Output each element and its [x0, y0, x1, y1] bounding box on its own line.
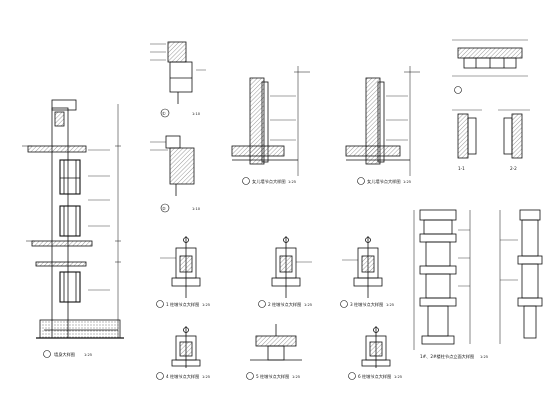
col-detail-6-scale: 1:25 — [394, 375, 402, 379]
col-detail-6-drawing — [361, 326, 391, 368]
main-section-label-circle — [43, 350, 51, 358]
main-wall-section — [22, 99, 124, 339]
detail-1-drawing — [150, 41, 206, 104]
col-detail-6-label-circle — [348, 372, 356, 380]
detail-2-title: ② — [162, 206, 166, 211]
col-detail-2-scale: 1:25 — [304, 303, 312, 307]
col-detail-2-title: 2 柱墩节点大样图 — [268, 301, 301, 308]
col-detail-2-drawing — [271, 236, 312, 298]
col-detail-4-scale: 1:25 — [202, 375, 210, 379]
col-detail-3-title: 3 柱墩节点大样图 — [350, 301, 383, 308]
detail-1-title: ① — [162, 111, 166, 116]
col-detail-5-drawing — [250, 324, 302, 361]
col-detail-4-label-circle — [156, 372, 164, 380]
col-detail-1-drawing — [160, 236, 201, 298]
parapet-a-title: 女儿墙节点大样图 — [252, 178, 286, 185]
parapet-b-label-circle — [357, 177, 365, 185]
plan-details — [452, 109, 530, 159]
parapet-b-title: 女儿墙节点大样图 — [367, 178, 401, 185]
col-detail-6-title: 6 柱墩节点大样图 — [358, 373, 391, 380]
column-elevation-scale: 1:25 — [480, 355, 488, 359]
detail-1-scale: 1:10 — [192, 112, 201, 116]
col-detail-4-title: 4 柱墩节点大样图 — [166, 373, 199, 380]
parapet-b-drawing — [345, 66, 420, 176]
col-detail-5-scale: 1:25 — [292, 375, 300, 379]
col-detail-1-title: 1 柱墩节点大样图 — [166, 301, 199, 308]
top-right-detail — [452, 39, 528, 77]
parapet-a-scale: 1:25 — [288, 180, 296, 184]
col-detail-2-label-circle — [258, 300, 266, 308]
column-elevation-title: 1#、2#楼柱节点立面大样图 — [420, 353, 474, 360]
column-elevation-drawing — [413, 209, 543, 350]
plan-b-title: 2-2 — [510, 166, 517, 171]
parapet-b-scale: 1:25 — [403, 180, 411, 184]
plan-marker-circle — [454, 86, 462, 94]
parapet-a-label-circle — [242, 177, 250, 185]
col-detail-4-drawing — [171, 326, 201, 368]
detail-1-label-circle — [160, 108, 170, 118]
col-detail-5-title: 5 柱墩节点大样图 — [256, 373, 289, 380]
col-detail-1-label-circle — [156, 300, 164, 308]
col-detail-5-label-circle — [246, 372, 254, 380]
col-detail-3-drawing — [342, 236, 383, 298]
main-section-scale: 1:25 — [84, 353, 92, 357]
parapet-a-drawing — [231, 66, 310, 176]
col-detail-1-scale: 1:25 — [202, 303, 210, 307]
detail-2-scale: 1:10 — [192, 207, 201, 211]
detail-2-drawing — [150, 135, 195, 196]
col-detail-3-label-circle — [340, 300, 348, 308]
main-section-title: 墙身大样图 — [54, 351, 75, 358]
col-detail-3-scale: 1:25 — [386, 303, 394, 307]
detail-2-label-circle — [160, 203, 170, 213]
plan-a-title: 1-1 — [458, 166, 465, 171]
